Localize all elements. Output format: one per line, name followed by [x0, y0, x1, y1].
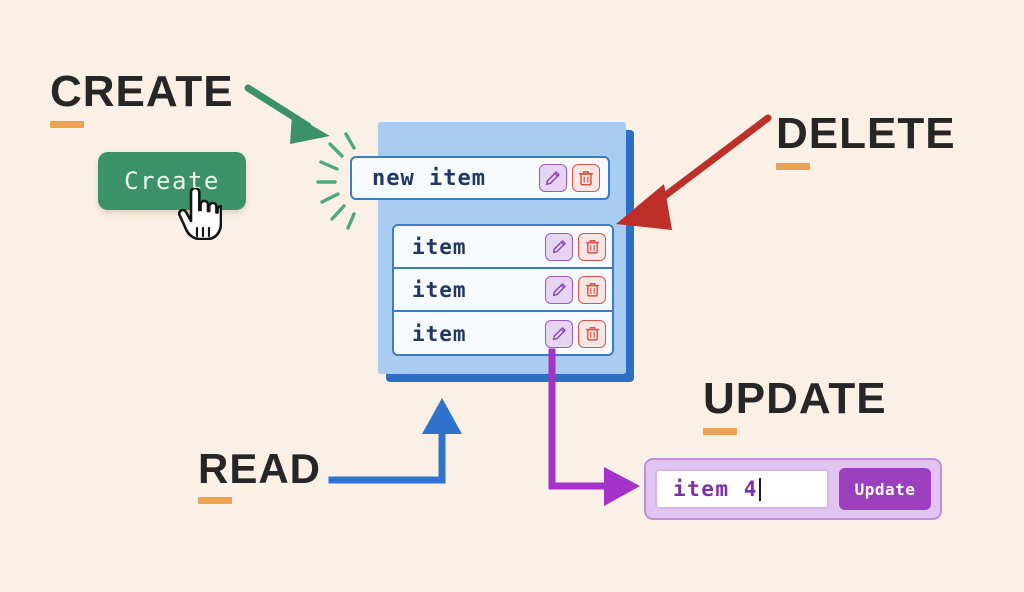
update-input[interactable]: item 4: [655, 469, 829, 509]
arrow-create: [244, 84, 330, 144]
label-read-text: READ: [198, 445, 322, 492]
label-delete-text: DELETE: [776, 109, 956, 158]
label-read-underline: [198, 497, 232, 504]
sparkle-burst-icon: [316, 132, 356, 230]
pencil-icon: [545, 171, 560, 186]
list-item-actions: [545, 275, 606, 304]
list-item-label: item: [412, 321, 467, 346]
pencil-icon: [552, 283, 566, 297]
update-widget: item 4 Update: [644, 458, 942, 520]
new-item-edit-button[interactable]: [539, 164, 567, 192]
label-create-text: CREATE: [50, 67, 234, 116]
list-item-delete-button[interactable]: [578, 275, 606, 304]
label-update: UPDATE: [703, 377, 887, 435]
list-item-delete-button[interactable]: [578, 232, 606, 261]
new-item-row[interactable]: new item: [350, 156, 610, 200]
list-item[interactable]: item: [394, 312, 612, 354]
label-read: READ: [198, 448, 321, 504]
list-item-edit-button[interactable]: [545, 232, 573, 261]
pencil-icon: [552, 327, 566, 341]
label-create-underline: [50, 121, 84, 128]
list-item-actions: [545, 232, 606, 261]
label-delete: DELETE: [776, 112, 956, 170]
create-button[interactable]: Create: [98, 152, 246, 210]
arrow-read: [328, 398, 462, 484]
pointing-hand-cursor-icon: [178, 188, 222, 240]
label-update-text: UPDATE: [703, 374, 887, 423]
list-item-label: item: [412, 234, 467, 259]
trash-icon: [585, 283, 599, 297]
list-item-edit-button[interactable]: [545, 275, 573, 304]
pencil-icon: [552, 240, 566, 254]
label-create: CREATE: [50, 70, 234, 128]
arrow-update: [548, 348, 640, 506]
new-item-delete-button[interactable]: [572, 164, 600, 192]
list-item-actions: [545, 319, 606, 348]
trash-icon: [585, 327, 599, 341]
new-item-actions: [539, 164, 600, 192]
new-item-label: new item: [372, 165, 486, 191]
list-item-label: item: [412, 277, 467, 302]
list-item-edit-button[interactable]: [545, 319, 573, 348]
label-delete-underline: [776, 163, 810, 170]
items-list: item: [392, 224, 614, 356]
label-update-underline: [703, 428, 737, 435]
trash-icon: [585, 240, 599, 254]
list-item-delete-button[interactable]: [578, 319, 606, 348]
update-button[interactable]: Update: [839, 468, 931, 510]
update-input-value: item 4: [673, 477, 758, 501]
trash-icon: [578, 171, 594, 186]
list-item[interactable]: item: [394, 226, 612, 269]
text-caret: [758, 477, 762, 501]
create-button-label: Create: [124, 167, 220, 195]
list-item[interactable]: item: [394, 269, 612, 312]
update-button-label: Update: [854, 479, 916, 499]
arrow-delete: [616, 114, 772, 230]
